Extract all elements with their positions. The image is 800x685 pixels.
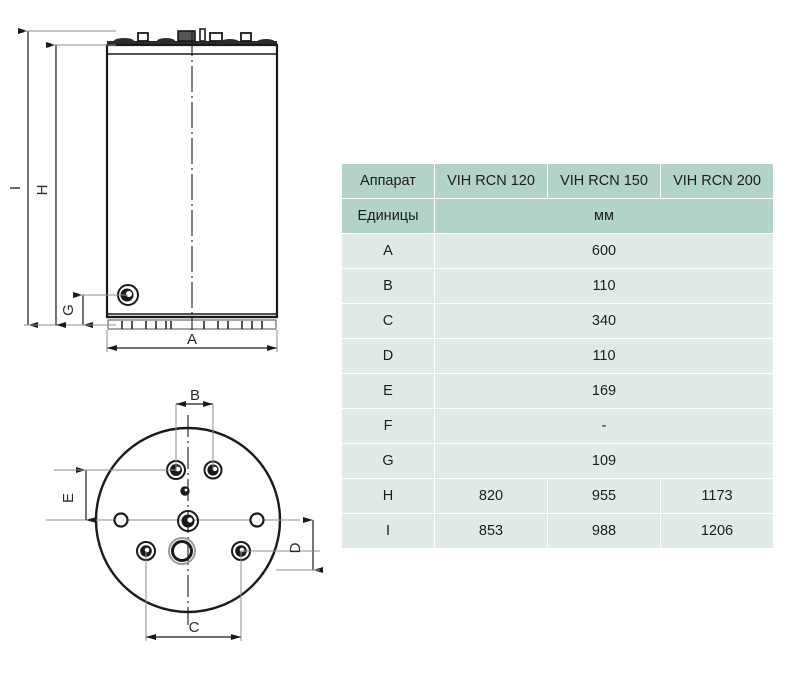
dimension-A: A bbox=[106, 330, 278, 352]
row-key-f: F bbox=[341, 408, 435, 444]
table-row: H 820 955 1173 bbox=[341, 478, 774, 514]
table-row: D 110 bbox=[341, 338, 774, 374]
row-key-e: E bbox=[341, 373, 435, 409]
units-row-key: Единицы bbox=[341, 198, 435, 234]
port-centre bbox=[177, 510, 199, 532]
row-value-i-150: 988 bbox=[547, 513, 661, 549]
dimension-label-D: D bbox=[287, 542, 304, 553]
technical-drawing-panel: I H G A bbox=[0, 0, 340, 685]
row-value-b: 110 bbox=[434, 268, 774, 304]
row-value-h-150: 955 bbox=[547, 478, 661, 514]
row-key-c: C bbox=[341, 303, 435, 339]
table-row: E 169 bbox=[341, 373, 774, 409]
dimension-C: C bbox=[145, 551, 242, 641]
dimension-label-A: A bbox=[187, 331, 197, 348]
row-value-h-200: 1173 bbox=[660, 478, 774, 514]
technical-drawing-svg: I H G A bbox=[7, 28, 323, 641]
column-header-model-200: VIH RCN 200 bbox=[660, 163, 774, 199]
row-key-h: H bbox=[341, 478, 435, 514]
column-header-apparatus: Аппарат bbox=[341, 163, 435, 199]
dimension-label-I: I bbox=[7, 186, 24, 190]
table-row: I 853 988 1206 bbox=[341, 513, 774, 549]
specification-table-container: Аппарат VIH RCN 120 VIH RCN 150 VIH RCN … bbox=[341, 163, 774, 549]
dimension-label-C: C bbox=[189, 619, 200, 636]
units-row-value: мм bbox=[434, 198, 774, 234]
dimension-B: B bbox=[175, 387, 214, 470]
dimension-I: I bbox=[7, 28, 116, 328]
row-value-e: 169 bbox=[434, 373, 774, 409]
row-value-d: 110 bbox=[434, 338, 774, 374]
side-elevation-view: I H G A bbox=[7, 28, 279, 352]
table-row: F - bbox=[341, 408, 774, 444]
row-value-i-200: 1206 bbox=[660, 513, 774, 549]
row-key-b: B bbox=[341, 268, 435, 304]
row-value-a: 600 bbox=[434, 233, 774, 269]
table-body: Единицы мм A 600 B 110 C 340 D 110 E 169 bbox=[341, 198, 774, 549]
dimension-H: H bbox=[34, 42, 116, 328]
dimension-label-H: H bbox=[34, 185, 51, 196]
port-side-right bbox=[249, 512, 265, 528]
row-key-a: A bbox=[341, 233, 435, 269]
table-head: Аппарат VIH RCN 120 VIH RCN 150 VIH RCN … bbox=[341, 163, 774, 199]
row-value-i-120: 853 bbox=[434, 513, 548, 549]
row-value-c: 340 bbox=[434, 303, 774, 339]
dimension-label-G: G bbox=[60, 304, 77, 316]
dimension-G: G bbox=[60, 292, 128, 328]
flange-ring-heating-element bbox=[168, 537, 196, 565]
row-value-g: 109 bbox=[434, 443, 774, 479]
port-small-sensor bbox=[180, 486, 190, 496]
row-key-g: G bbox=[341, 443, 435, 479]
row-value-f: - bbox=[434, 408, 774, 444]
table-row: A 600 bbox=[341, 233, 774, 269]
row-key-d: D bbox=[341, 338, 435, 374]
bottom-plan-view: B E D C bbox=[46, 387, 323, 641]
dimension-label-E: E bbox=[60, 493, 77, 503]
column-header-model-150: VIH RCN 150 bbox=[547, 163, 661, 199]
dimension-E: E bbox=[54, 467, 176, 523]
table-header-row: Аппарат VIH RCN 120 VIH RCN 150 VIH RCN … bbox=[341, 163, 774, 199]
row-key-i: I bbox=[341, 513, 435, 549]
table-row-units: Единицы мм bbox=[341, 198, 774, 234]
table-row: B 110 bbox=[341, 268, 774, 304]
port-side-left bbox=[113, 512, 129, 528]
dimension-specification-table: Аппарат VIH RCN 120 VIH RCN 150 VIH RCN … bbox=[341, 163, 774, 549]
table-row: C 340 bbox=[341, 303, 774, 339]
table-row: G 109 bbox=[341, 443, 774, 479]
column-header-model-120: VIH RCN 120 bbox=[434, 163, 548, 199]
row-value-h-120: 820 bbox=[434, 478, 548, 514]
dimension-label-B: B bbox=[190, 387, 200, 404]
dimension-D: D bbox=[241, 517, 323, 573]
